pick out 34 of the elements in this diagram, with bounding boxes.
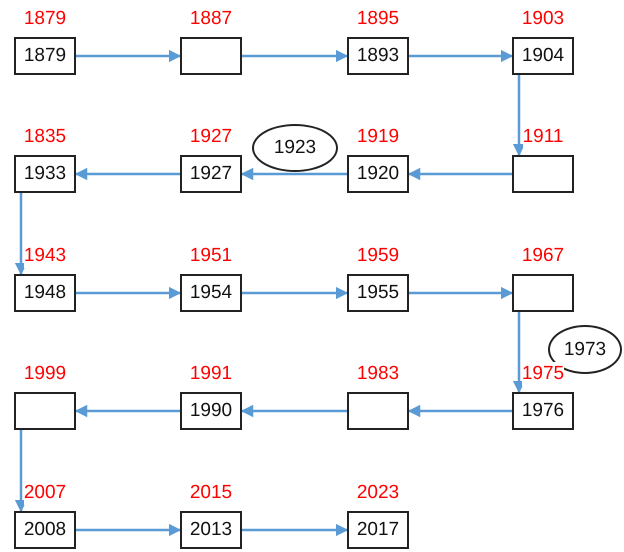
arrow (408, 404, 512, 418)
year-box: 1948 (14, 274, 76, 312)
arrow (14, 193, 28, 276)
arrow (409, 286, 514, 300)
year-box: 1954 (180, 274, 242, 312)
year-box: 1976 (512, 392, 574, 430)
year-box: 1927 (180, 155, 242, 193)
arrow (240, 168, 347, 180)
arrow (512, 75, 526, 156)
arrow (242, 50, 348, 62)
year-box: 1893 (347, 37, 409, 75)
arrow (408, 168, 512, 180)
year-box: 2017 (347, 511, 409, 549)
arrow (409, 50, 514, 62)
arrow (14, 430, 28, 512)
year-box: 2008 (14, 511, 76, 549)
arrow (76, 524, 182, 536)
year-box: 1920 (347, 155, 409, 193)
year-oval: 1923 (252, 124, 338, 172)
year-box: 1933 (14, 155, 76, 193)
arrow (76, 50, 182, 62)
year-heading: 1975 (522, 362, 564, 386)
arrow (74, 168, 180, 180)
arrow (240, 404, 347, 418)
arrow (76, 286, 182, 300)
arrow (512, 312, 526, 394)
year-box: 1904 (512, 37, 574, 75)
arrow (74, 404, 180, 418)
arrow (242, 524, 348, 536)
year-box: 1955 (347, 274, 409, 312)
year-box: 1879 (14, 37, 76, 75)
arrow (242, 286, 348, 300)
year-box: 2013 (180, 511, 242, 549)
year-box: 1990 (180, 392, 242, 430)
